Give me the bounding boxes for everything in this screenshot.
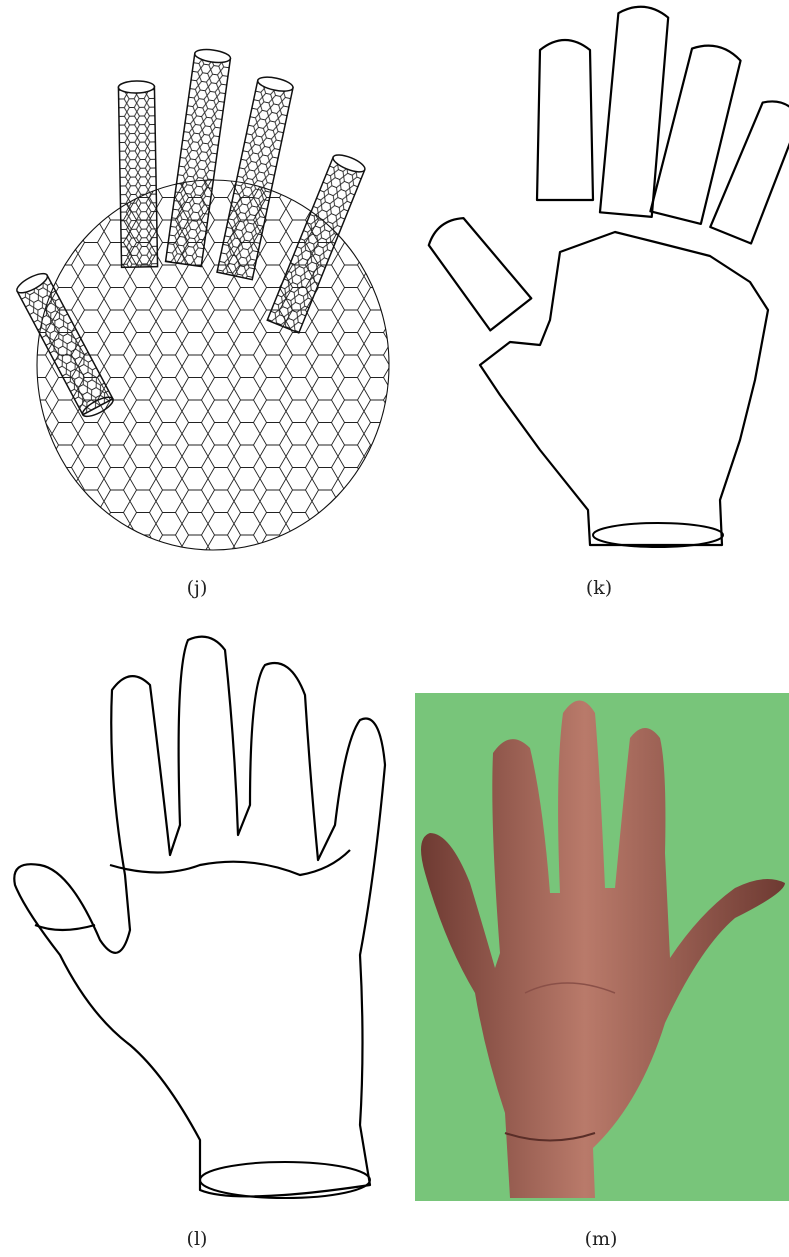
caption-m: (m)	[571, 1228, 631, 1250]
panel-k	[410, 0, 789, 560]
finger-cylinder-1	[118, 81, 157, 268]
caption-j: (j)	[167, 577, 227, 599]
panel-k-drawing	[410, 0, 789, 560]
panel-l	[0, 625, 400, 1205]
palm-mesh	[480, 232, 768, 545]
thumb-seam-line	[35, 925, 95, 930]
hand-mesh	[14, 637, 385, 1197]
caption-k: (k)	[569, 577, 629, 599]
panel-l-drawing	[0, 625, 400, 1205]
finger-mesh-1	[537, 40, 593, 200]
caption-l: (l)	[167, 1228, 227, 1250]
panel-m-drawing	[415, 693, 789, 1201]
seam-line	[110, 850, 350, 875]
finger-mesh-2	[600, 5, 670, 217]
panel-j	[0, 40, 400, 560]
finger-mesh-4	[710, 95, 789, 243]
panel-m	[415, 693, 789, 1201]
thumb-mesh	[421, 210, 531, 331]
panel-j-drawing	[0, 40, 400, 560]
